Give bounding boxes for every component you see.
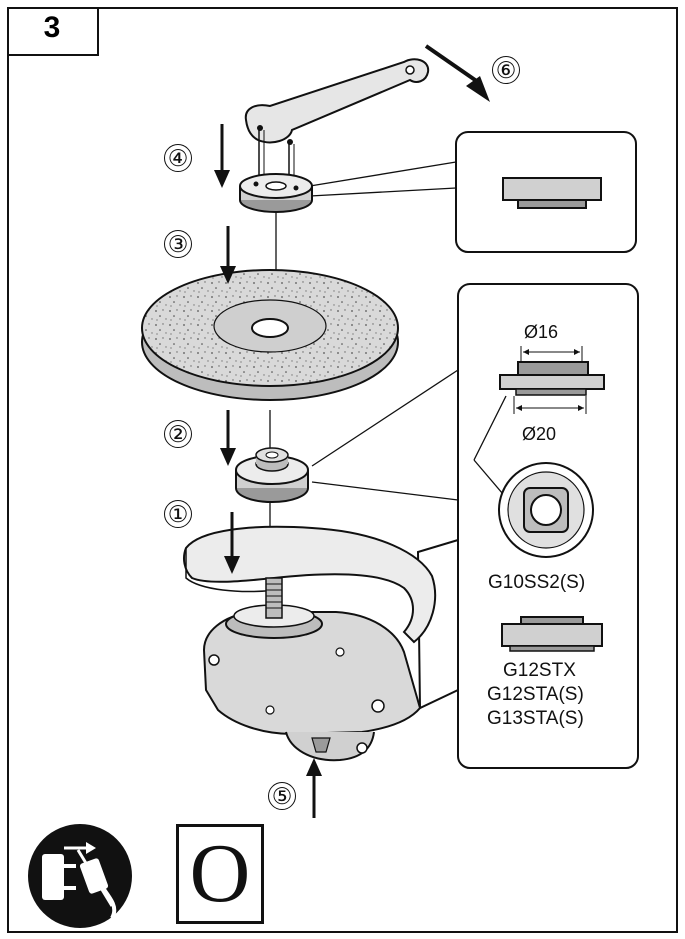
step-6-label: ⑥ — [492, 56, 520, 84]
lock-nut-icon — [239, 173, 313, 213]
grinder-body-icon — [183, 525, 459, 762]
unplug-icon — [28, 824, 132, 928]
model-label-g12sta: G12STA(S) — [487, 684, 584, 705]
switch-off-symbol: O — [176, 824, 264, 924]
grinding-wheel-icon — [141, 269, 399, 401]
model-label-g12stx: G12STX — [503, 660, 576, 681]
flange-front-view-icon — [498, 462, 594, 558]
arrow-step-6-icon — [424, 44, 490, 102]
arrow-step-1-icon — [224, 512, 240, 574]
outer-diameter-label: Ø20 — [522, 424, 557, 444]
spanner-wrench-icon — [244, 58, 430, 188]
figure-number: 3 — [43, 11, 61, 44]
arrow-step-5-icon — [306, 758, 322, 818]
step-4-label: ④ — [164, 144, 192, 172]
step-1-label: ① — [164, 500, 192, 528]
flange-profile-g12-icon — [501, 616, 603, 652]
step-5-label: ⑤ — [268, 782, 296, 810]
arrow-step-2-icon — [220, 410, 236, 466]
inner-diameter-label: Ø16 — [524, 322, 559, 342]
model-label-g13sta: G13STA(S) — [487, 708, 584, 729]
flange-profile-icon — [499, 361, 605, 396]
model-label-g10: G10SS2(S) — [488, 572, 586, 593]
step-3-label: ③ — [164, 230, 192, 258]
wheel-flange-icon — [235, 447, 309, 503]
arrow-step-4-icon — [214, 124, 230, 188]
figure-tab — [7, 7, 99, 55]
step-2-label: ② — [164, 420, 192, 448]
arrow-step-3-icon — [220, 226, 236, 284]
nut-profile-icon — [502, 177, 602, 209]
